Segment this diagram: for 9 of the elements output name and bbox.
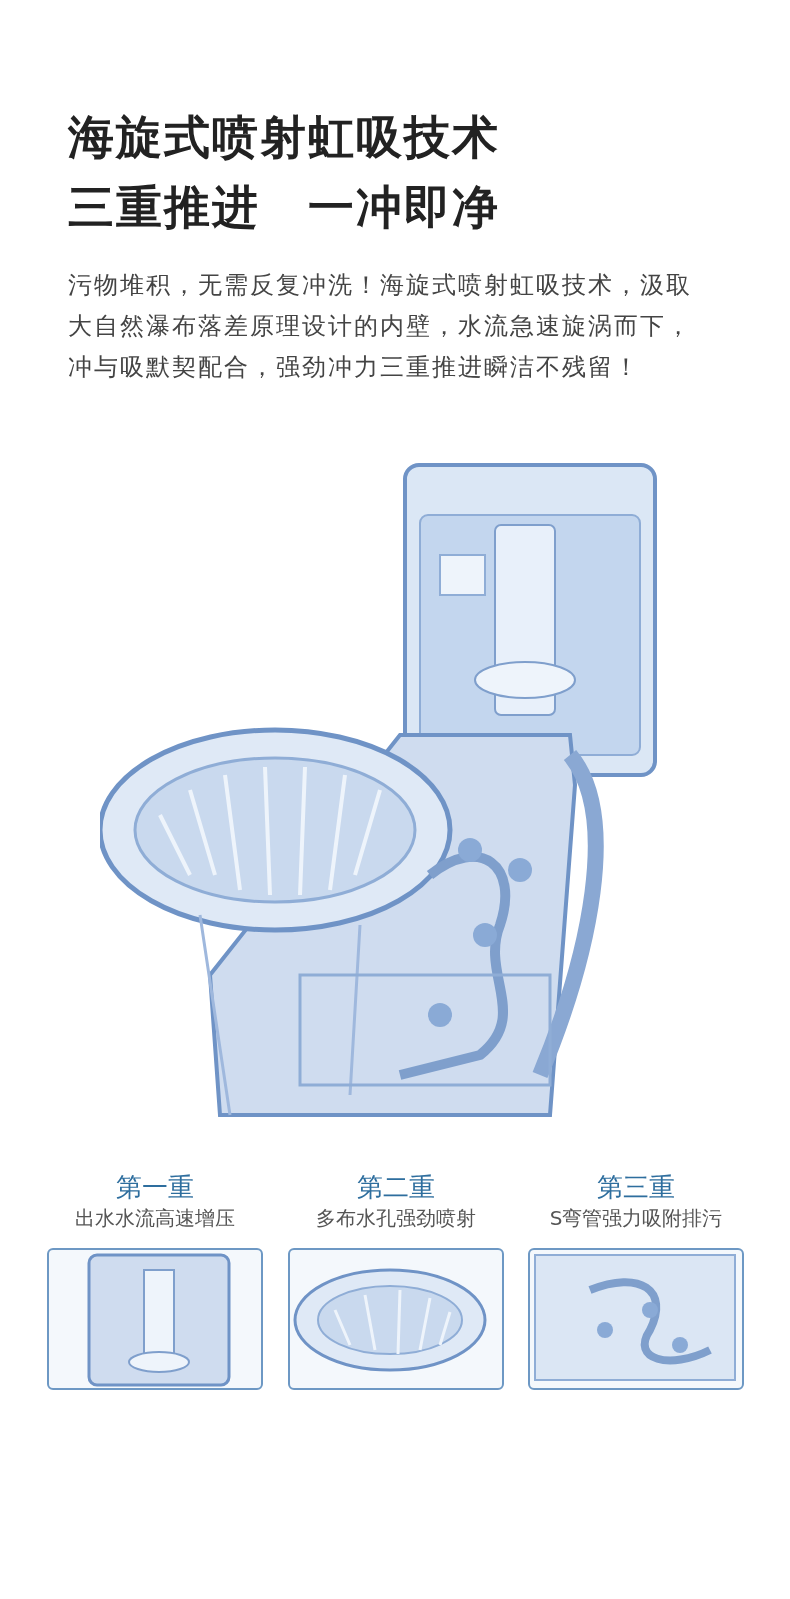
panel-heading: 第三重 [596, 1171, 676, 1204]
description: 污物堆积，无需反复冲洗！海旋式喷射虹吸技术，汲取大自然瀑布落差原理设计的内壁，水流急速旋涡而下，冲与吸默契配合，强劲冲力三重推进瞬洁不残留！ [68, 270, 693, 383]
panel-heading: 第一重 [115, 1171, 195, 1204]
panel-subheading: 出水水流高速增压 [74, 1205, 236, 1232]
subtitle: 三重推进 一冲即净 [68, 180, 500, 236]
title: 海旋式喷射虹吸技术 [68, 110, 500, 166]
panel-heading: 第二重 [356, 1171, 436, 1204]
panel-subheading: 多布水孔强劲喷射 [315, 1205, 477, 1232]
panel-subheading: S弯管强力吸附排污 [548, 1205, 724, 1232]
